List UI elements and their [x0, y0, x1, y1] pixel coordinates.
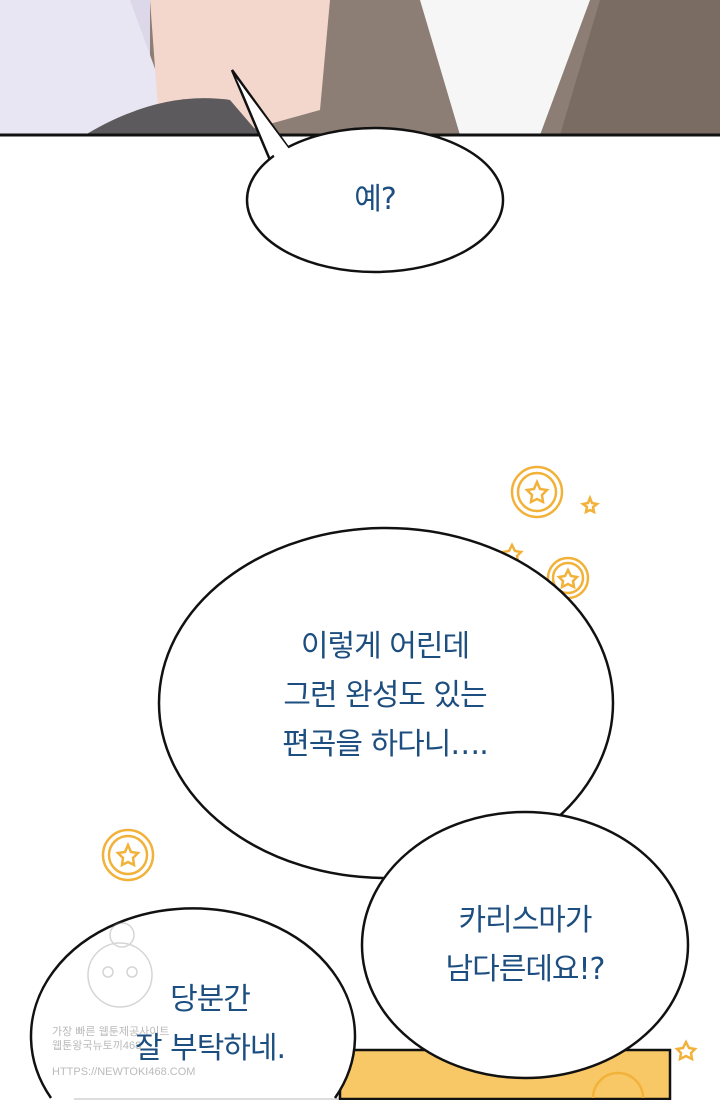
speech-bubble-4 [29, 907, 357, 1099]
watermark-line-3: HTTPS://NEWTOKI468.COM [52, 1066, 196, 1078]
bubble-3-line: 남다른데요!? [445, 952, 606, 987]
speech-bubble-3 [360, 810, 690, 1080]
bubble-2-line: 그런 완성도 있는 [283, 678, 487, 713]
bubble-4-text: 당분간 잘 부탁하네. [110, 975, 310, 1073]
watermark-line-2: 웹툰왕국뉴토끼468 [52, 1040, 142, 1052]
speech-bubble-1 [230, 69, 505, 274]
bubble-4-line: 당분간 [170, 982, 251, 1017]
bubble-1-text: 예? [275, 175, 475, 224]
bubble-3-text: 카리스마가 남다른데요!? [400, 896, 650, 994]
bubble-3-line: 카리스마가 [458, 903, 593, 938]
top-panel-illustration [0, 0, 720, 137]
watermark-line-1: 가장 빠른 웹툰제공사이트 [52, 1026, 170, 1038]
bubble-1-line: 예? [354, 182, 397, 217]
bubble-4-line: 잘 부탁하네. [134, 1031, 286, 1066]
watermark-mascot [87, 922, 153, 1008]
bubble-2-text: 이렇게 어린데 그런 완성도 있는 편곡을 하다니…. [200, 622, 570, 769]
bubble-2-line: 이렇게 어린데 [300, 629, 470, 664]
bubble-2-line: 편곡을 하다니…. [282, 727, 489, 762]
